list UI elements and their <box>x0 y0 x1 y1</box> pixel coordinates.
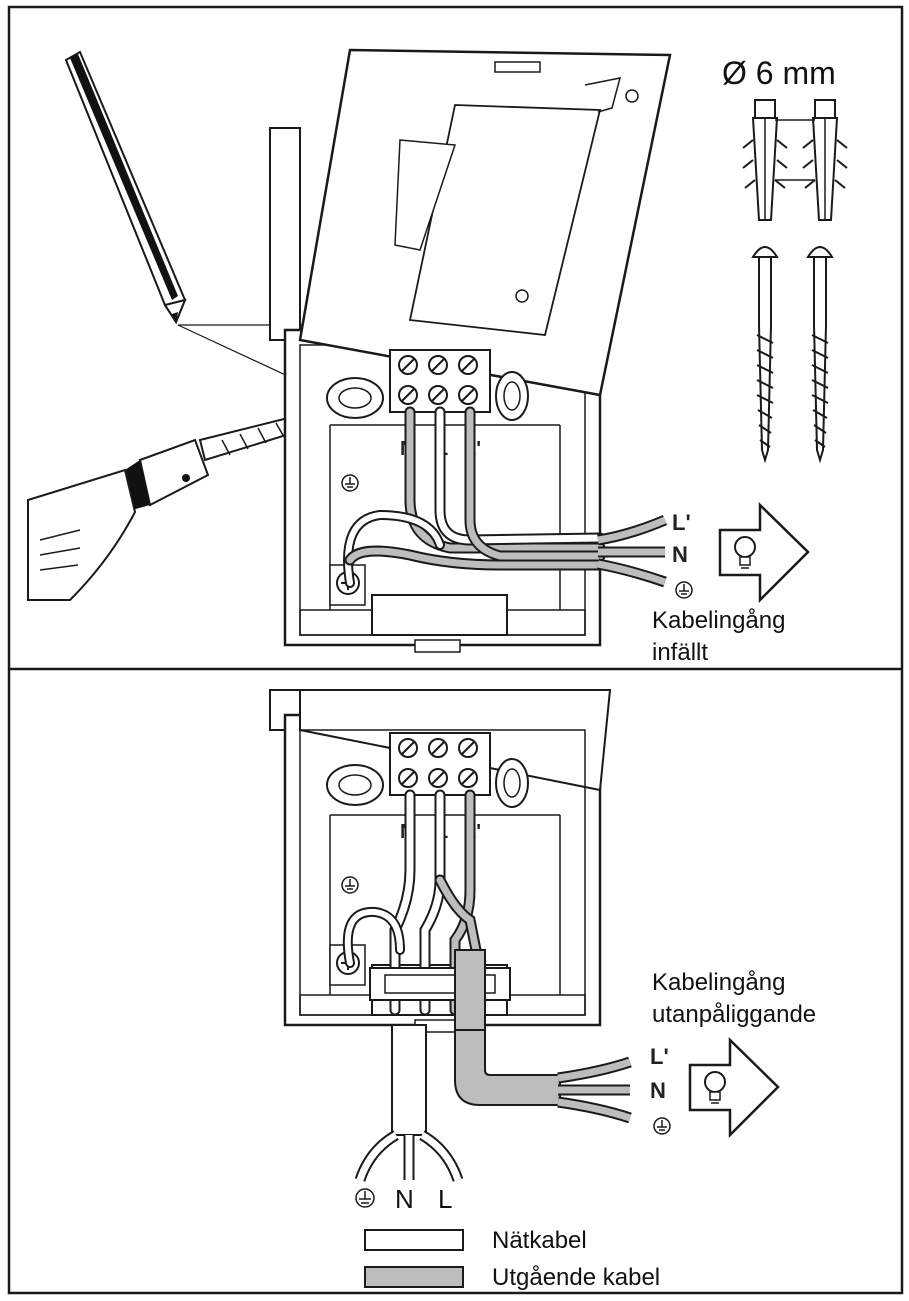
outer-frame <box>7 5 904 1295</box>
mains-label-n: N <box>395 1184 414 1214</box>
earth-symbol-icon <box>675 581 693 599</box>
wires-top <box>343 406 606 588</box>
top-panel: N L L' <box>27 48 848 666</box>
device-lid <box>298 48 672 397</box>
entry-label-bottom-line2: utanpåliggande <box>652 1001 816 1028</box>
mounting-slot-right <box>495 758 529 808</box>
lamp-arrow-icon <box>718 502 810 604</box>
diameter-label: Ø 6 mm <box>722 55 836 91</box>
terminal-block-icon <box>389 349 491 413</box>
mounting-slot-left <box>326 764 384 806</box>
out-label-l-prime: L' <box>672 510 691 535</box>
earth-symbol-icon <box>341 876 359 894</box>
outgoing-cable-bottom <box>454 949 632 1124</box>
legend-label-mains: Nätkabel <box>492 1227 587 1254</box>
lamp-arrow-icon <box>688 1037 780 1139</box>
terminal-block-icon <box>389 732 491 796</box>
mains-label-l: L <box>438 1184 452 1214</box>
wires-bottom <box>342 789 484 1016</box>
pencil-icon <box>64 50 187 325</box>
legend-swatch-outgoing <box>364 1266 464 1288</box>
mounting-slot-right <box>495 371 529 421</box>
entry-label-bottom-line1: Kabelingång <box>652 969 785 996</box>
screw-icon <box>751 246 834 464</box>
out-label-l-prime: L' <box>650 1044 669 1069</box>
earth-symbol-icon <box>355 1188 375 1208</box>
legend-swatch-mains <box>364 1229 464 1251</box>
bottom-panel: N L L' <box>269 689 816 1291</box>
earth-symbol-icon <box>653 1117 671 1135</box>
legend-label-outgoing: Utgående kabel <box>492 1264 660 1291</box>
entry-label-top-line2: infällt <box>652 639 708 666</box>
earth-symbol-icon <box>341 474 359 492</box>
mains-cable <box>354 1024 464 1182</box>
entry-label-top-line1: Kabelingång <box>652 607 785 634</box>
drill-icon <box>27 413 302 601</box>
outgoing-cable-top <box>596 514 668 588</box>
cable-clamp <box>369 967 511 1001</box>
wall-plug-icon <box>742 99 848 221</box>
out-label-n: N <box>650 1078 666 1103</box>
legend: Nätkabel Utgående kabel <box>364 1227 660 1291</box>
mounting-slot-left <box>326 377 384 419</box>
out-label-n: N <box>672 542 688 567</box>
